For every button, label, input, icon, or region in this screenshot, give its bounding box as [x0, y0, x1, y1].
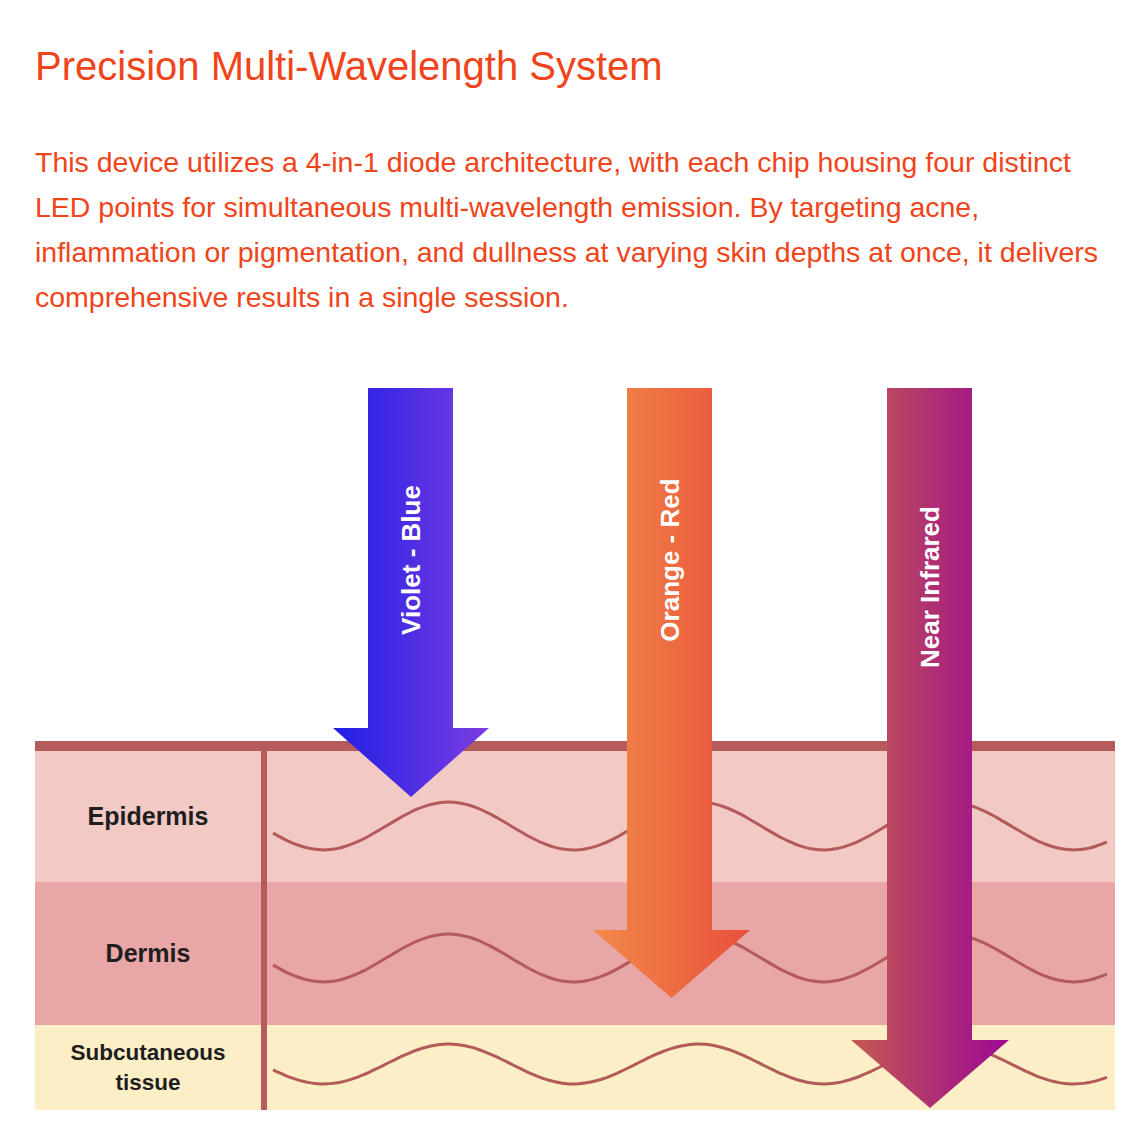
description-text: This device utilizes a 4-in-1 diode arch… [35, 140, 1115, 320]
page-title: Precision Multi-Wavelength System [35, 44, 663, 88]
skin-layer: Epidermis [35, 751, 261, 882]
wavelength-arrow: Orange - Red [593, 388, 750, 998]
skin-layer: Subcutaneous tissue [35, 1025, 261, 1110]
skin-layer: Dermis [35, 882, 261, 1025]
column-divider [261, 751, 267, 1110]
arrow-polygon [593, 388, 750, 998]
wavelength-label: Orange - Red [657, 478, 683, 641]
layer-label: Subcutaneous tissue [35, 1038, 261, 1097]
wavelength-label: Near Infrared [917, 506, 943, 668]
arrow-polygon [851, 388, 1009, 1108]
layer-label: Dermis [106, 937, 191, 970]
wavelength-label: Violet - Blue [398, 485, 424, 635]
wavelength-arrow: Violet - Blue [333, 388, 489, 797]
wavelength-arrow: Near Infrared [851, 388, 1009, 1108]
arrow-shape [851, 388, 1009, 1108]
layer-label: Epidermis [88, 800, 209, 833]
arrow-polygon [333, 388, 489, 797]
